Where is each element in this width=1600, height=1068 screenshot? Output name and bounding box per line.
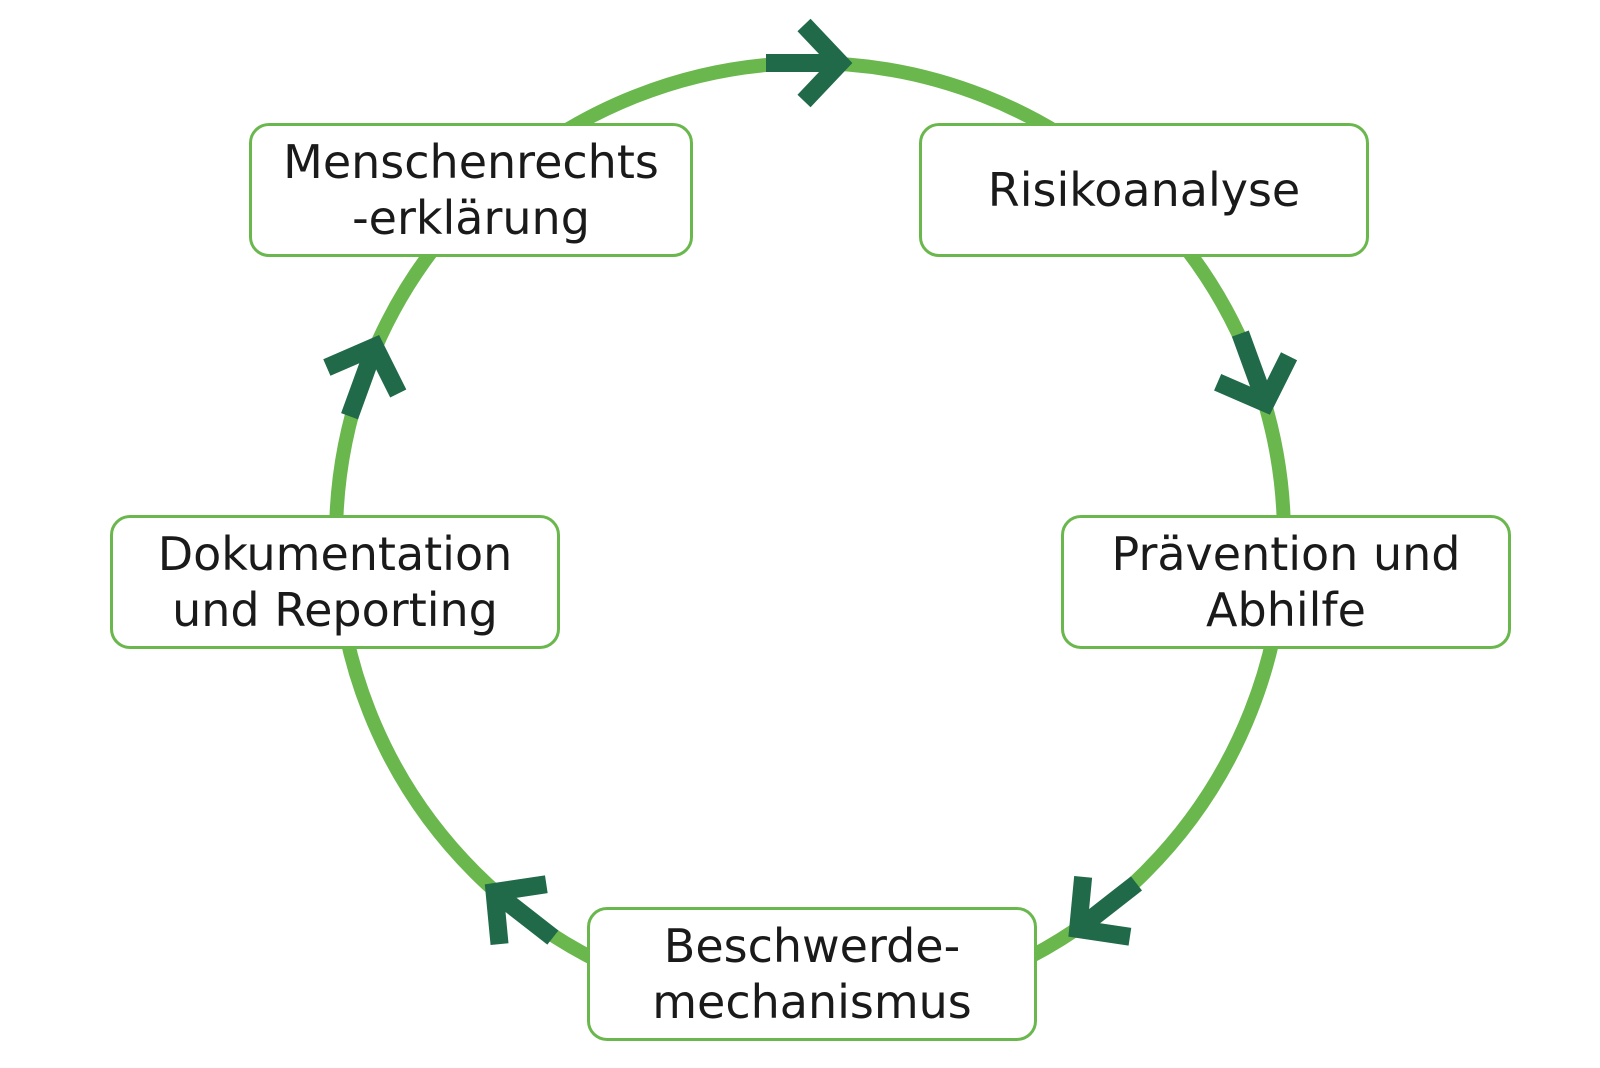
arrow-down-left-icon: [1068, 876, 1143, 946]
arrow-head: [1068, 876, 1132, 946]
node-praevention-und-abhilfe: Prävention und Abhilfe: [1061, 515, 1511, 649]
node-label-menschenrechtserklaerung: Menschenrechts -erklärung: [283, 135, 659, 245]
node-label-praevention-und-abhilfe: Prävention und Abhilfe: [1111, 527, 1461, 637]
arrow-shaft: [495, 889, 559, 945]
arrow-up-left-icon: [484, 875, 559, 945]
cycle-arrows: [323, 18, 1298, 946]
node-risikoanalyse: Risikoanalyse: [919, 123, 1369, 257]
node-label-beschwerdemechanismus: Beschwerde- mechanismus: [652, 919, 972, 1029]
node-label-risikoanalyse: Risikoanalyse: [987, 163, 1301, 217]
arrow-head: [323, 335, 407, 398]
node-dokumentation-und-reporting: Dokumentation und Reporting: [110, 515, 560, 649]
arrow-down-right-icon: [1214, 330, 1298, 415]
node-menschenrechtserklaerung: Menschenrechts -erklärung: [249, 123, 693, 257]
arrow-up-icon: [323, 335, 407, 420]
arrow-shaft: [1231, 330, 1272, 399]
node-label-dokumentation-und-reporting: Dokumentation und Reporting: [157, 527, 513, 637]
arrow-head: [1214, 352, 1298, 415]
node-beschwerdemechanismus: Beschwerde- mechanismus: [587, 907, 1037, 1041]
arrow-shaft: [341, 351, 381, 420]
arrow-shaft: [1078, 876, 1143, 932]
arrow-right-icon: [766, 18, 853, 108]
arrow-head: [797, 18, 853, 108]
arrow-head: [484, 875, 548, 945]
